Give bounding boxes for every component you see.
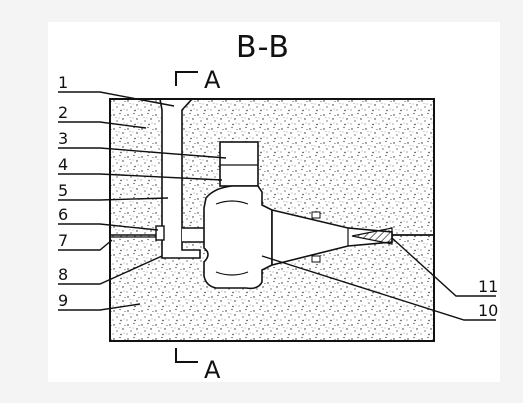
leader-lines (58, 91, 496, 321)
section-title: B-B (236, 30, 290, 65)
section-marker-top: A (175, 66, 221, 94)
callout-6: 6 (58, 205, 68, 224)
callout-1: 1 (58, 73, 68, 92)
casting-cavity (203, 185, 273, 290)
section-marker-bottom: A (175, 348, 221, 384)
callout-5: 5 (58, 181, 68, 200)
callout-labels: 1 2 3 4 5 6 7 8 9 10 11 (58, 73, 498, 320)
section-marker-bottom-label: A (204, 356, 221, 384)
callout-3: 3 (58, 129, 68, 148)
callout-7: 7 (58, 231, 68, 250)
riser (219, 141, 259, 187)
core-print (351, 227, 434, 245)
callout-2: 2 (58, 103, 68, 122)
section-marker-top-label: A (204, 66, 221, 94)
callout-11: 11 (478, 277, 498, 296)
callout-4: 4 (58, 155, 68, 174)
callout-10: 10 (478, 301, 498, 320)
callout-8: 8 (58, 265, 68, 284)
callout-9: 9 (58, 291, 68, 310)
